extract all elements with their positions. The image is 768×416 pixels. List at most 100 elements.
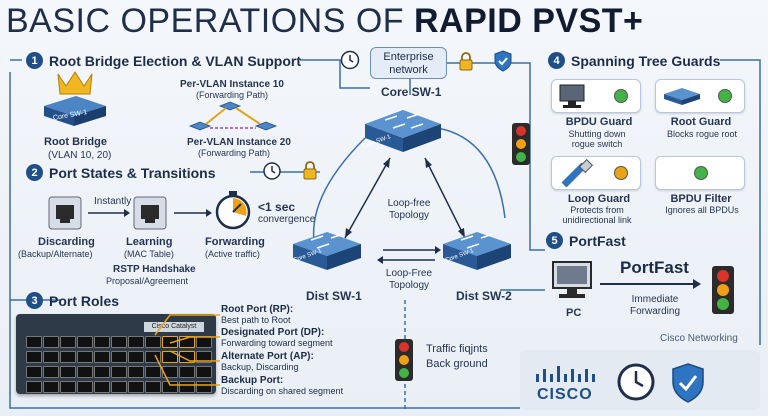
bpdu-guard-status-dot: [614, 89, 628, 103]
switch-brand-label: Cisco Catalyst: [144, 322, 204, 332]
traffic-label-2: Back ground: [426, 358, 488, 370]
dist-sw-1-device: [293, 232, 361, 270]
learning-port-icon: [133, 196, 167, 230]
vlan-mini-topology: [188, 101, 278, 131]
loop-guard-title: Loop Guard: [567, 193, 631, 205]
computer-icon: [559, 84, 585, 108]
learning-sub: (MAC Table): [124, 249, 174, 259]
section-2-header: 2 Port States & Transitions: [26, 164, 215, 181]
discarding-label: Discarding: [38, 236, 95, 248]
section-1-title: Root Bridge Election & VLAN Support: [49, 52, 301, 69]
pc-label: PC: [566, 307, 582, 319]
stopwatch-icon: [215, 191, 251, 230]
clock-icon-footer: [617, 363, 655, 401]
pvi20-title: Per-VLAN Instance 20: [187, 137, 291, 148]
traffic-light-icon-right: [512, 123, 530, 165]
loop-guard-status-dot: [614, 166, 628, 180]
root-bridge-crown-switch: [44, 71, 106, 126]
cisco-networking-label: Cisco Networking: [660, 333, 738, 344]
instantly-label: Instantly: [94, 196, 132, 207]
arrow-to-learning: [88, 209, 130, 217]
traffic-light-icon-portfast: [712, 266, 734, 314]
traffic-light-icon-center: [395, 339, 413, 381]
lock-icon: [303, 161, 317, 180]
section-5-header: 5 PortFast: [546, 232, 626, 249]
section-4-number: 4: [548, 52, 565, 69]
bpdu-filter-card: [655, 156, 745, 190]
crown-icon: [57, 71, 93, 95]
root-guard-title: Root Guard: [670, 116, 732, 128]
bpdu-filter-desc: Ignores all BPDUs: [665, 205, 739, 215]
learning-label: Learning: [126, 236, 173, 248]
bpdu-filter-status-dot: [694, 166, 708, 180]
core-sw-label: Core SW-1: [381, 85, 442, 99]
section-1-header: 1 Root Bridge Election & VLAN Support: [26, 52, 301, 69]
shield-icon-top: [494, 50, 512, 72]
timer-sub: convergence: [258, 214, 316, 225]
page-title: BASIC OPERATIONS OF RAPID PVST+: [6, 2, 643, 41]
role-callout-lines: [154, 314, 220, 386]
timer-value: <1 sec: [258, 200, 296, 214]
root-guard-desc: Blocks rogue root: [666, 129, 738, 139]
cisco-logo-text: CISCO: [537, 386, 593, 403]
title-light: BASIC OPERATIONS OF: [6, 2, 414, 40]
loop-guard-card: [551, 156, 641, 190]
arrow-to-forwarding: [174, 209, 212, 217]
section-2-title: Port States & Transitions: [49, 164, 216, 181]
pvi10-sub: (Forwarding Path): [196, 90, 269, 100]
topology-diagram: [293, 110, 511, 270]
dist-sw-2-label: Dist SW-2: [456, 289, 512, 303]
cable-icon: [561, 159, 594, 187]
section-4-header: 4 Spanning Tree Guards: [548, 52, 720, 69]
handshake-sub: Proposal/Agreement: [106, 276, 189, 286]
shield-icon-footer: [672, 363, 704, 403]
cisco-bars-icon: [536, 366, 595, 382]
section-3-title: Port Roles: [49, 292, 120, 309]
bpdu-guard-desc: Shutting down rogue switch: [568, 129, 626, 150]
portfast-arrow: [600, 279, 701, 289]
section-1-number: 1: [26, 52, 43, 69]
portfast-desc: Immediate Forwarding: [629, 294, 681, 317]
handshake-title: RSTP Handshake: [113, 264, 196, 275]
section-5-number: 5: [546, 232, 563, 249]
traffic-label-1: Traffic fiqjnts: [426, 343, 488, 355]
bpdu-guard-title: BPDU Guard: [565, 116, 633, 128]
switch-icon: [664, 88, 700, 105]
pvi20-sub: (Forwarding Path): [198, 148, 271, 158]
port-roles-list: Root Port (RP):Best path to Root Designa…: [221, 304, 371, 399]
lock-icon-top: [459, 52, 473, 71]
section-5-title: PortFast: [569, 232, 626, 249]
role-backup: Backup Port:Discarding on shared segment: [221, 375, 344, 396]
forwarding-label: Forwarding: [205, 236, 265, 248]
loop-guard-desc: Protects from unidirectional link: [562, 205, 632, 226]
bpdu-guard-card: [551, 79, 641, 113]
catalyst-switch: Cisco Catalyst: [16, 314, 216, 394]
pc-icon: [552, 261, 592, 298]
title-bold: RAPID PVST+: [414, 2, 644, 40]
role-alternate: Alternate Port (AP):Backup, Discarding: [221, 351, 314, 372]
core-sw-device: [365, 110, 441, 152]
clock-icon: [263, 162, 281, 180]
forwarding-sub: (Active traffic): [205, 249, 260, 259]
portfast-heading: PortFast: [620, 258, 689, 277]
root-bridge-vlans: (VLAN 10, 20): [48, 150, 112, 161]
section-2-number: 2: [26, 164, 43, 181]
section-3-header: 3 Port Roles: [26, 292, 119, 309]
section-3-number: 3: [26, 292, 43, 309]
root-guard-card: [655, 79, 745, 113]
discarding-port-icon: [48, 196, 82, 230]
loop-free-label-1: Loop-free Topology: [387, 198, 431, 221]
switch-ports: [26, 336, 212, 393]
role-designated: Designated Port (DP):Forwarding toward s…: [221, 327, 333, 348]
dist-sw-2-device: [443, 232, 511, 270]
root-guard-status-dot: [718, 89, 732, 103]
root-bridge-label: Root Bridge: [44, 136, 107, 148]
section-4-title: Spanning Tree Guards: [571, 52, 721, 69]
clock-icon-top: [340, 50, 360, 70]
discarding-sub: (Backup/Alternate): [18, 249, 93, 259]
pvi10-title: Per-VLAN Instance 10: [180, 79, 284, 90]
bpdu-filter-title: BPDU Filter: [670, 193, 732, 205]
role-root: Root Port (RP):Best path to Root: [221, 304, 294, 325]
